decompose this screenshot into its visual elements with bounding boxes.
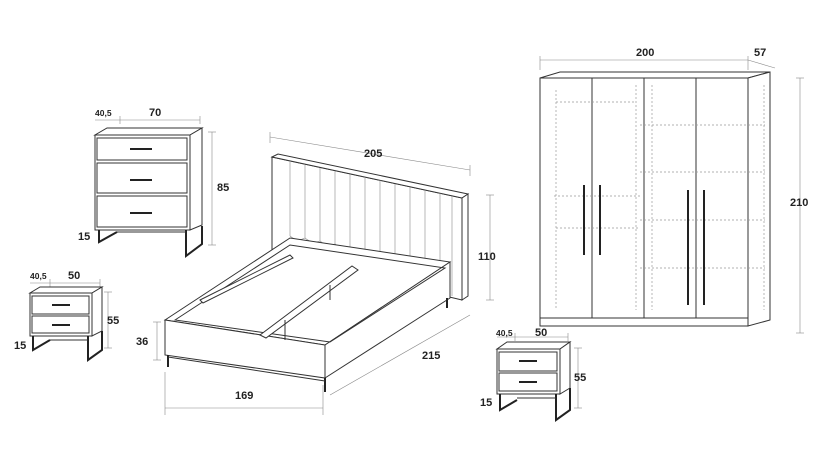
bed-width-label: 205	[364, 148, 382, 160]
nightstand-left-width-label: 50	[68, 270, 80, 282]
nightstand-right-height-label: 55	[574, 372, 586, 384]
nightstand-right	[495, 333, 582, 422]
chest-height-label: 85	[217, 182, 229, 194]
nightstand-right-width-label: 50	[535, 327, 547, 339]
wardrobe-depth-label: 57	[754, 47, 766, 59]
wardrobe-width-label: 200	[636, 47, 654, 59]
bed-headboard-label: 110	[478, 251, 496, 263]
wardrobe	[539, 56, 804, 334]
chest-of-drawers	[93, 116, 216, 258]
chest-depth-label: 40,5	[95, 108, 112, 118]
bed-side-label: 36	[136, 336, 148, 348]
nightstand-right-leg-label: 15	[480, 397, 492, 409]
chest-leg-label: 15	[78, 231, 90, 243]
bed-inner-label: 169	[235, 390, 253, 402]
wardrobe-height-label: 210	[790, 197, 808, 209]
nightstand-left	[28, 279, 112, 362]
bed-length-label: 215	[422, 350, 440, 362]
nightstand-right-depth-label: 40,5	[496, 328, 513, 338]
chest-width-label: 70	[149, 107, 161, 119]
nightstand-left-leg-label: 15	[14, 340, 26, 352]
nightstand-left-height-label: 55	[107, 315, 119, 327]
bed	[153, 132, 494, 415]
nightstand-left-depth-label: 40,5	[30, 271, 47, 281]
